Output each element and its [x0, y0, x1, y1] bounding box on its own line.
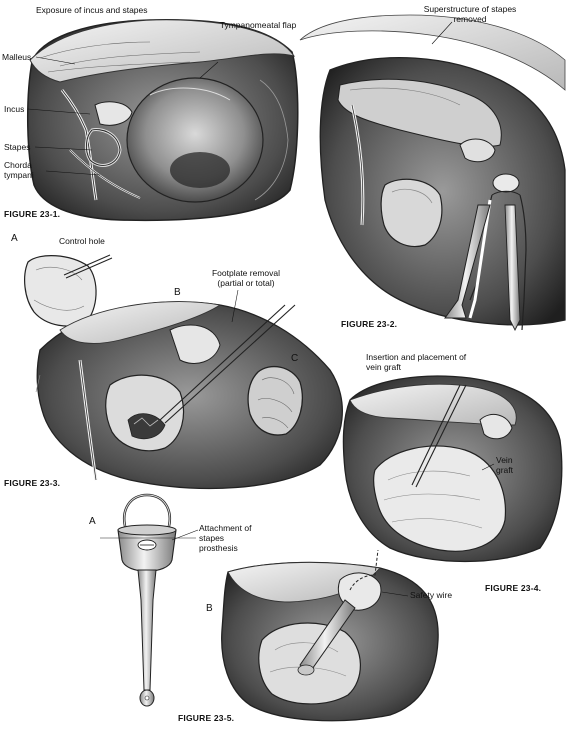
- fig3-letter-b: B: [174, 287, 181, 298]
- fig5-letter-b: B: [206, 603, 213, 614]
- figure-5-drawing: [100, 493, 439, 722]
- fig3-caption: FIGURE 23-3.: [4, 478, 61, 488]
- figure-3-drawing: [24, 254, 343, 490]
- fig3-label-footplate-removal: Footplate removal (partial or total): [211, 268, 281, 288]
- fig3-letter-a: A: [11, 233, 18, 244]
- fig5-letter-a: A: [89, 516, 96, 527]
- fig1-caption: FIGURE 23-1.: [4, 209, 61, 219]
- fig1-label-malleus: Malleus: [2, 52, 32, 62]
- fig5-label-safety-wire: Safety wire: [410, 590, 453, 600]
- fig1-title: Exposure of incus and stapes: [36, 5, 148, 15]
- fig5-caption: FIGURE 23-5.: [178, 713, 235, 723]
- fig4-label-vein-graft: Vein graft: [496, 455, 514, 475]
- fig3-letter-c: C: [291, 353, 299, 364]
- fig3-label-control-hole: Control hole: [59, 236, 105, 246]
- figure-4-drawing: [342, 375, 563, 563]
- fig1-label-incus: Incus: [4, 104, 25, 114]
- figure-2-drawing: [299, 14, 566, 332]
- fig4-title: Insertion and placement of vein graft: [366, 352, 467, 372]
- fig1-label-stapes: Stapes: [4, 142, 31, 152]
- fig5-label-attachment: Attachment of stapes prosthesis: [199, 523, 252, 553]
- fig1-label-chorda-tympani: Chorda tympani: [4, 160, 34, 180]
- fig2-caption: FIGURE 23-2.: [341, 319, 398, 329]
- fig4-caption: FIGURE 23-4.: [485, 583, 542, 593]
- fig1-label-tympanomeatal-flap: Tympanomeatal flap: [219, 20, 297, 30]
- fig2-title: Superstructure of stapes removed: [423, 4, 517, 24]
- figure-1-drawing: [27, 19, 299, 222]
